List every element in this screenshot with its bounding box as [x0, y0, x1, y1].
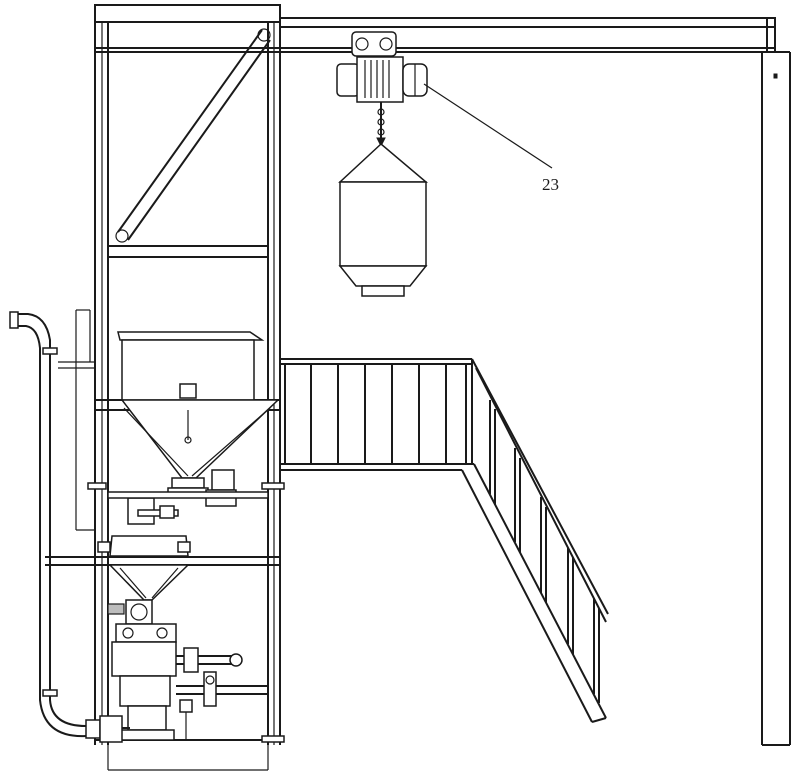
platform — [280, 358, 474, 471]
callout-label: 23 — [542, 175, 559, 194]
hanging-vessel — [338, 142, 429, 297]
main-hopper — [117, 331, 280, 507]
staircase — [461, 358, 609, 723]
hoist — [336, 31, 428, 148]
valve-cluster — [107, 599, 268, 741]
callout-hoist: 23 — [423, 83, 559, 194]
right-column — [761, 51, 791, 746]
left-piping — [9, 309, 130, 743]
lower-vessel — [97, 491, 269, 601]
